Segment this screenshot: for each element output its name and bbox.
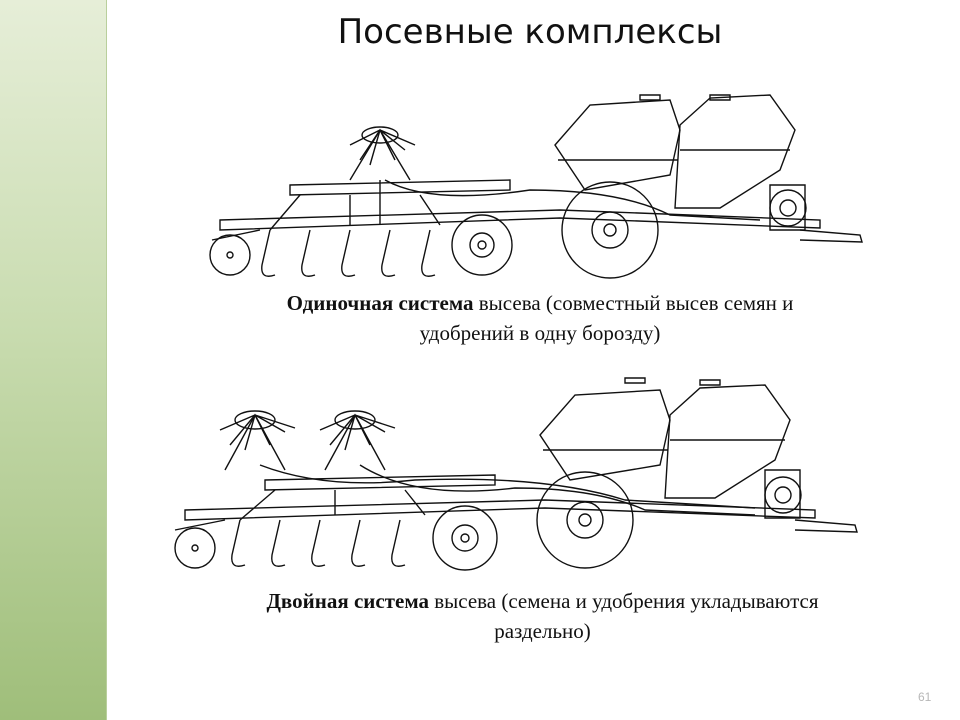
decorative-sidebar bbox=[0, 0, 106, 720]
double-system-seeder-drawing bbox=[165, 370, 875, 585]
slide-title: Посевные комплексы bbox=[337, 12, 723, 52]
seed-tank-2 bbox=[675, 95, 795, 208]
page-number: 61 bbox=[918, 690, 932, 704]
sidebar-divider bbox=[106, 0, 107, 720]
single-system-caption-bold: Одиночная система bbox=[286, 291, 474, 315]
seed-tank-1 bbox=[540, 390, 670, 480]
tank-wheel bbox=[562, 182, 658, 278]
fan-icon bbox=[765, 477, 801, 513]
rear-roller bbox=[210, 235, 250, 275]
packer-wheel bbox=[452, 215, 512, 275]
tank-wheel bbox=[537, 472, 633, 568]
single-system-caption-line2: удобрений в одну борозду) bbox=[419, 321, 661, 345]
single-system-caption: Одиночная система высева (совместный выс… bbox=[230, 288, 850, 348]
double-system-caption-line2: раздельно) bbox=[494, 619, 591, 643]
single-system-seeder-drawing bbox=[200, 90, 880, 290]
rear-roller bbox=[175, 528, 215, 568]
double-system-caption-text: высева (семена и удобрения укладываются bbox=[428, 589, 819, 613]
packer-wheel bbox=[433, 506, 497, 570]
double-system-caption: Двойная система высева (семена и удобрен… bbox=[210, 586, 875, 646]
single-system-caption-text: высева (совместный высев семян и bbox=[473, 291, 794, 315]
seed-tank-1 bbox=[555, 100, 680, 190]
double-system-caption-bold: Двойная система bbox=[266, 589, 429, 613]
fan-icon bbox=[770, 190, 806, 226]
